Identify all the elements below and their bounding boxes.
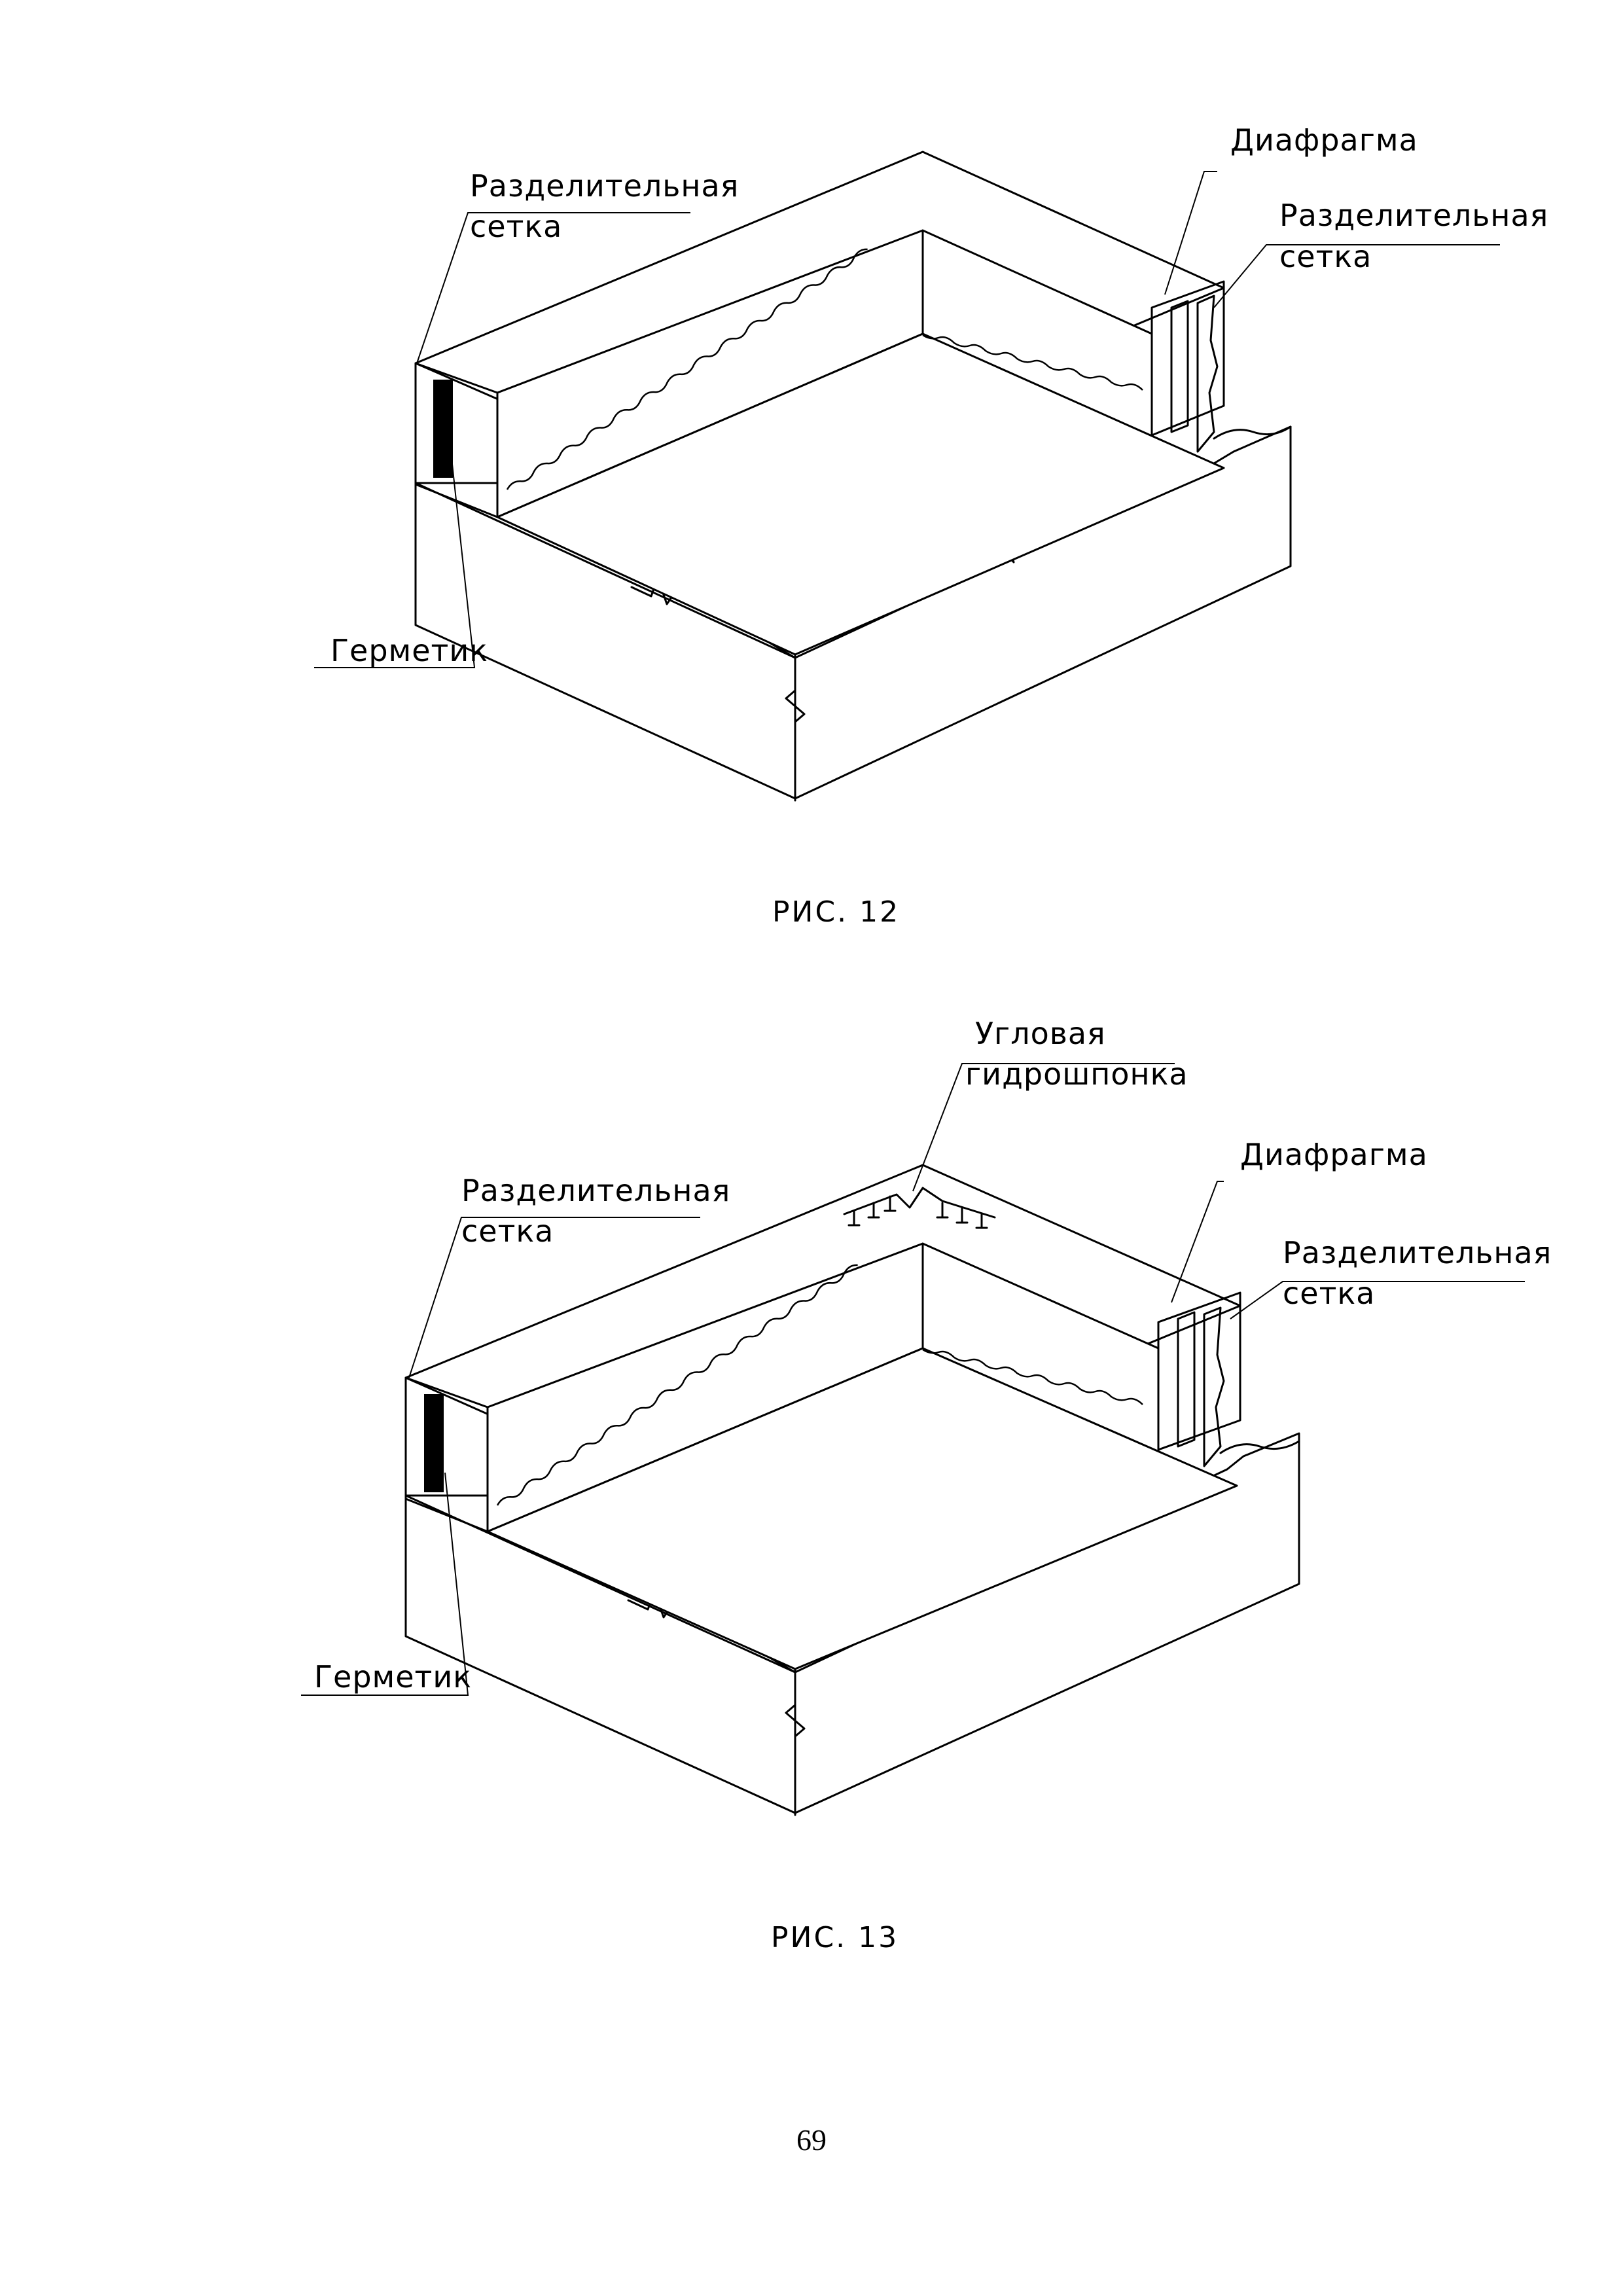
label-waterstop-1: Угловая bbox=[975, 1016, 1106, 1051]
leaders bbox=[314, 171, 1500, 668]
corner-waterstop bbox=[843, 1187, 996, 1229]
figure-12: Разделительная сетка Диафрагма Разделите… bbox=[314, 122, 1548, 929]
label-sealant: Герметик bbox=[314, 1659, 472, 1695]
leaders bbox=[301, 1063, 1525, 1696]
label-right-mesh-2: сетка bbox=[1283, 1276, 1375, 1311]
label-left-mesh-2: сетка bbox=[470, 209, 562, 244]
label-sealant: Герметик bbox=[330, 633, 488, 668]
label-diaphragm: Диафрагма bbox=[1240, 1137, 1428, 1172]
labels: Угловая гидрошпонка Разделительная сетка… bbox=[314, 1016, 1552, 1695]
wall-block bbox=[414, 151, 1292, 656]
figure-caption: РИС. 13 bbox=[771, 1921, 899, 1954]
label-waterstop-2: гидрошпонка bbox=[965, 1056, 1188, 1092]
label-right-mesh-1: Разделительная bbox=[1283, 1235, 1552, 1270]
label-diaphragm: Диафрагма bbox=[1230, 122, 1418, 158]
label-left-mesh-1: Разделительная bbox=[461, 1173, 730, 1208]
wall-block bbox=[404, 1164, 1300, 1670]
labels: Разделительная сетка Диафрагма Разделите… bbox=[330, 122, 1548, 668]
label-right-mesh-2: сетка bbox=[1279, 239, 1372, 274]
figure-caption: РИС. 12 bbox=[772, 895, 900, 929]
figure-13: Угловая гидрошпонка Разделительная сетка… bbox=[301, 1016, 1552, 1954]
label-right-mesh-1: Разделительная bbox=[1279, 198, 1548, 233]
label-left-mesh-2: сетка bbox=[461, 1213, 554, 1249]
label-left-mesh-1: Разделительная bbox=[470, 168, 739, 204]
page-number: 69 bbox=[796, 2123, 827, 2157]
